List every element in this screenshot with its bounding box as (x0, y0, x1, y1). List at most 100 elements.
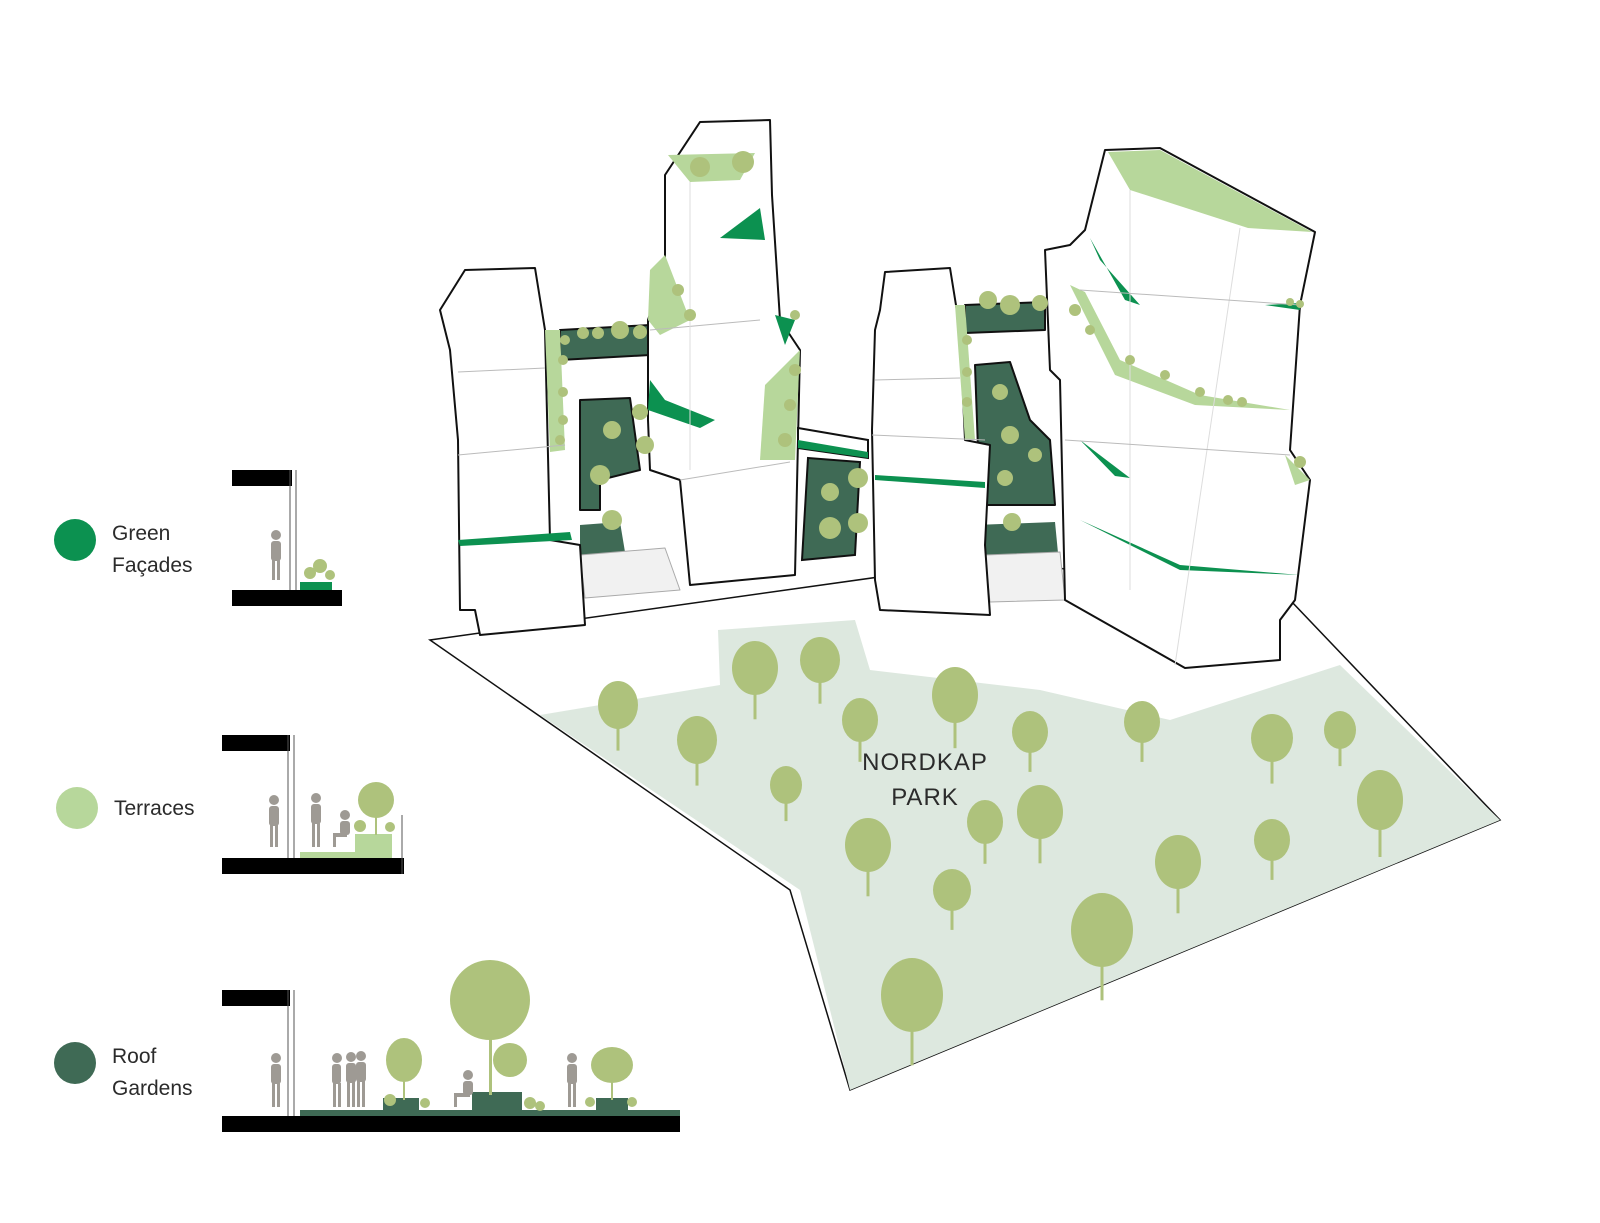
bridge-roof-garden (800, 456, 862, 562)
person-figure (346, 1052, 356, 1107)
right-tower-terrace-2 (1285, 455, 1310, 485)
legend-swatch-terraces (56, 787, 98, 829)
shrub (1160, 370, 1170, 380)
person-figure (311, 793, 321, 847)
shrub (789, 364, 801, 376)
right-courtyard-stair (984, 551, 1066, 603)
section-green-facades (232, 470, 342, 606)
shrub (1028, 448, 1042, 462)
shrub (603, 421, 621, 439)
shrub (732, 151, 754, 173)
shrub (672, 284, 684, 296)
shrub (1286, 298, 1294, 306)
shrub (558, 415, 568, 425)
park-label-line-2: PARK (891, 784, 959, 811)
park-tree (732, 641, 778, 695)
shrub (962, 367, 972, 377)
park-tree (881, 958, 943, 1032)
legend-item-terraces: Terraces (56, 735, 404, 874)
park-tree (845, 818, 891, 872)
park-tree (800, 637, 840, 683)
shrub (1223, 395, 1233, 405)
shrub (1294, 456, 1306, 468)
left-tower-facade-1 (720, 208, 765, 240)
person-figure (271, 1053, 281, 1107)
park-tree (598, 681, 638, 729)
park-tree (1254, 819, 1290, 861)
shrub (1032, 295, 1048, 311)
legend-label-roof-gardens-line-2: Gardens (112, 1077, 193, 1100)
shrub (778, 433, 792, 447)
legend-label-green-facades-line-2: Façades (112, 554, 193, 577)
shrub (1195, 387, 1205, 397)
park-tree (677, 716, 717, 764)
park-tree (1071, 893, 1133, 967)
bridge-facade (798, 440, 868, 458)
legend-label-roof-gardens-line-1: Roof (112, 1045, 157, 1068)
park-tree (967, 800, 1003, 844)
building-shrubs (555, 151, 1306, 539)
park-tree (933, 869, 971, 911)
seated-figure (454, 1070, 473, 1107)
park-tree (1124, 701, 1160, 743)
seated-figure (333, 810, 350, 847)
section-terraces (222, 735, 404, 874)
person-figure (332, 1053, 342, 1107)
shrub (962, 397, 972, 407)
shrub (560, 335, 570, 345)
shrub (602, 510, 622, 530)
shrub (1125, 355, 1135, 365)
left-roof-garden-lower (580, 522, 625, 555)
shrub (962, 335, 972, 345)
right-block-facade (875, 475, 985, 488)
right-roof-garden-lower (975, 522, 1058, 555)
park-trees (598, 637, 1403, 1066)
person-figure (567, 1053, 577, 1107)
park-tree (770, 766, 802, 804)
shrub (555, 435, 565, 445)
legend-label-green-facades-line-1: Green (112, 522, 170, 545)
shrub (848, 468, 868, 488)
shrub (1001, 426, 1019, 444)
connector-bridge (797, 426, 869, 562)
shrub (997, 470, 1013, 486)
left-roof-garden (579, 397, 641, 511)
legend-swatch-roof-gardens (54, 1042, 96, 1084)
left-tower-terrace-side (648, 255, 690, 335)
left-building-cluster (439, 119, 801, 636)
shrub (632, 404, 648, 420)
park-label-line-1: NORDKAP (862, 749, 988, 776)
left-courtyard-stair (579, 547, 681, 599)
legend: Green Façades (54, 470, 680, 1132)
left-facade-strip-1 (458, 532, 572, 546)
shrub (636, 436, 654, 454)
park-tree (1012, 711, 1048, 753)
left-tower-facade-2 (648, 380, 715, 428)
shrub (1085, 325, 1095, 335)
shrub (979, 291, 997, 309)
person-figure (271, 530, 281, 580)
shrub (633, 325, 647, 339)
shrub (821, 483, 839, 501)
shrub (558, 355, 568, 365)
left-tower (647, 119, 801, 586)
shrub (1003, 513, 1021, 531)
left-tower-facade-3 (775, 315, 795, 345)
shrub (611, 321, 629, 339)
legend-swatch-green-facades (54, 519, 96, 561)
section-roof-gardens (222, 960, 680, 1132)
park-tree (1017, 785, 1063, 839)
park-tree (1324, 711, 1356, 749)
left-low-block (439, 267, 586, 636)
shrub (848, 513, 868, 533)
shrub (992, 384, 1008, 400)
shrub (1237, 397, 1247, 407)
shrub (684, 309, 696, 321)
park-tree (1251, 714, 1293, 762)
right-tower-facade-2 (1080, 440, 1130, 478)
right-building-cluster (871, 147, 1316, 669)
park-tree (1155, 835, 1201, 889)
park-tree (932, 667, 978, 723)
